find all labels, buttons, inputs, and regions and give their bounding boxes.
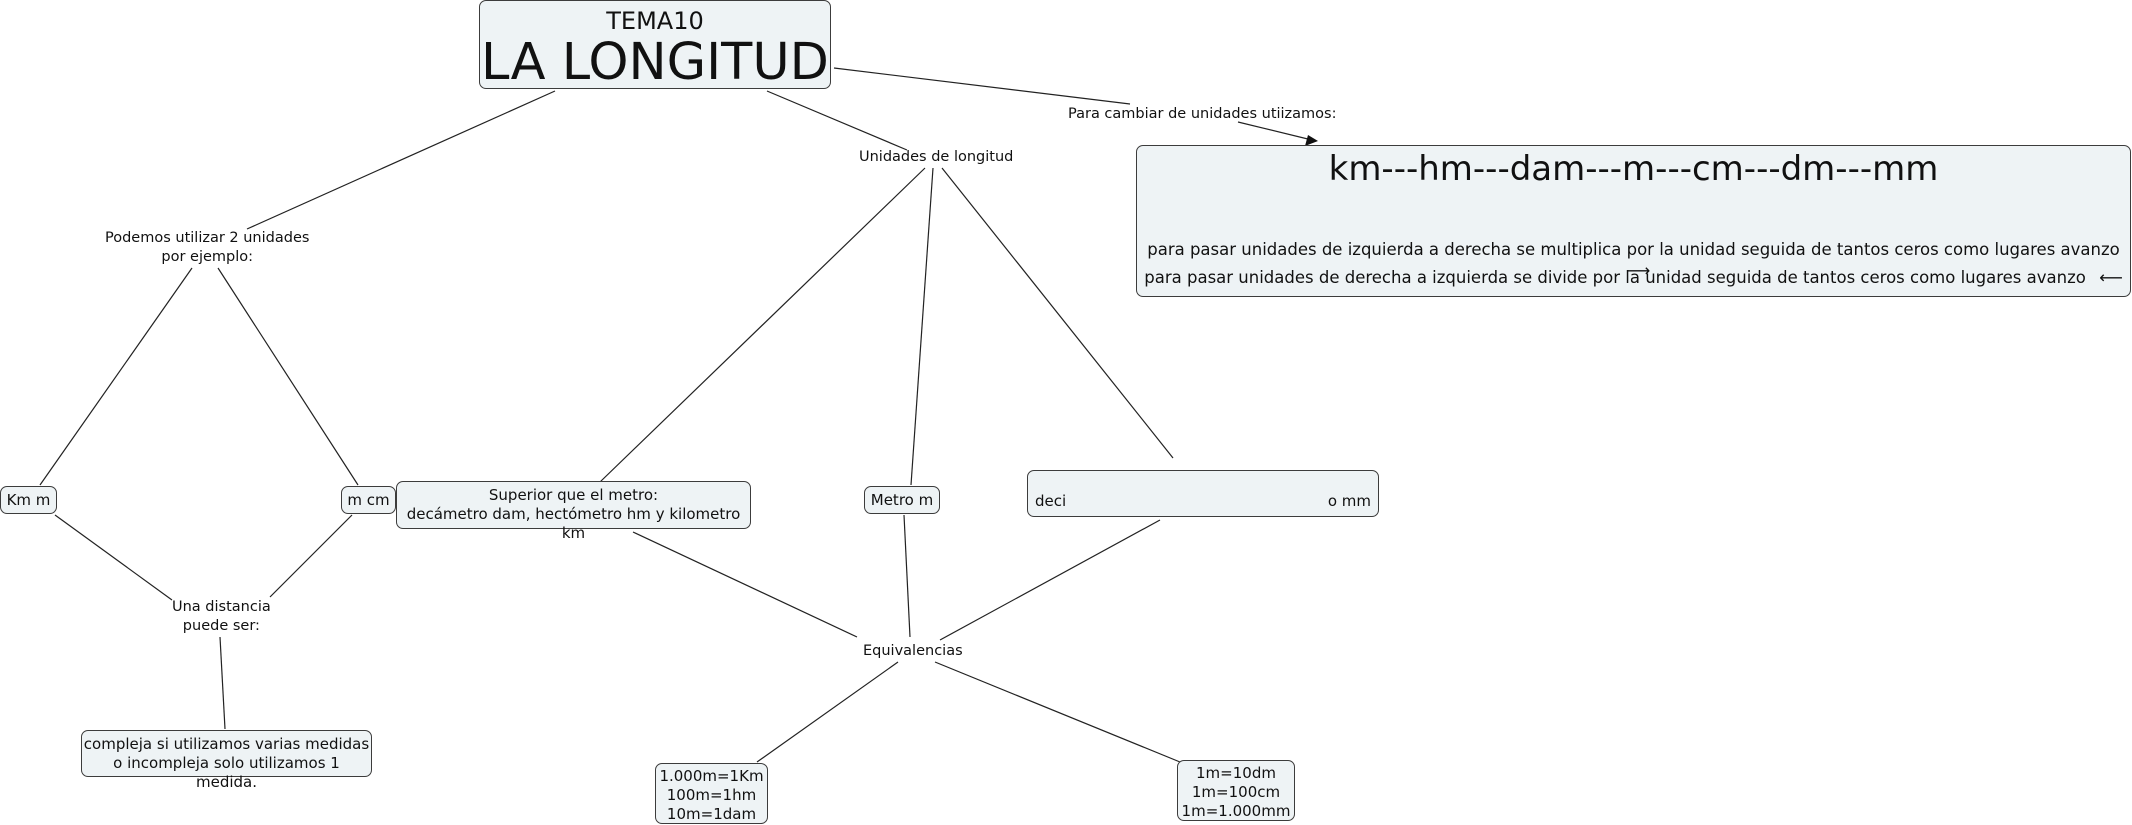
node-equiv-left[interactable]: 1.000m=1Km 100m=1hm 10m=1dam [655, 763, 768, 824]
link-title-to-change-units [833, 67, 1131, 105]
unit-sequence: km---hm---dam---m---cm---dm---mm [1328, 149, 1939, 189]
link-equivalences-to-equiv-right [934, 661, 1181, 763]
distance-label: Una distancia puede ser: [172, 599, 271, 634]
node-superior[interactable]: Superior que el metro: decámetro dam, he… [396, 481, 751, 542]
rule-right-to-left-text: para pasar unidades de derecha a izquier… [1144, 268, 2086, 287]
link-length-units-to-superior [599, 167, 926, 483]
title-node[interactable]: TEMA10 LA LONGITUD [479, 0, 831, 89]
menores-text-left: deci [1035, 492, 1067, 510]
length-units-label: Unidades de longitud [859, 149, 1014, 165]
link-equivalences-to-equiv-left [756, 661, 899, 763]
node-m-cm[interactable]: m cm [341, 486, 396, 514]
arrow-right-icon: ⟶ [1626, 260, 1651, 280]
node-menores[interactable]: deci o mm [1027, 470, 1379, 517]
equivalences-label: Equivalencias [863, 643, 963, 659]
link-m-cm-to-distance [269, 514, 353, 598]
arrow-left-icon: ⟵ [2099, 268, 2123, 287]
link-title-to-two-units [246, 90, 556, 230]
page-title: LA LONGITUD [481, 33, 829, 92]
link-two-units-to-m-cm [217, 267, 359, 486]
rule-right-to-left: para pasar unidades de derecha a izquier… [1137, 268, 2130, 289]
node-km-m[interactable]: Km m [0, 486, 57, 514]
node-compleja[interactable]: compleja si utilizamos varias medidas o … [81, 730, 372, 791]
link-title-to-length-units [766, 90, 908, 151]
title-small: TEMA10 [606, 7, 704, 35]
link-two-units-to-km-m [39, 267, 193, 486]
two-units-label: Podemos utilizar 2 unidades por ejemplo: [105, 230, 310, 265]
node-equiv-right[interactable]: 1m=10dm 1m=100cm 1m=1.000mm [1177, 760, 1295, 821]
link-menores-to-equivalences [939, 519, 1161, 641]
link-length-units-to-metro [910, 167, 934, 486]
link-distance-to-compleja [219, 636, 226, 730]
change-units-label: Para cambiar de unidades utiizamos: [1068, 106, 1337, 122]
node-metro[interactable]: Metro m [864, 486, 940, 514]
link-change-units-to-box [1237, 121, 1317, 142]
unit-conversion-node[interactable]: km---hm---dam---m---cm---dm---mm para pa… [1136, 145, 2131, 297]
link-metro-to-equivalences [903, 514, 911, 638]
rule-left-to-right: para pasar unidades de izquierda a derec… [1137, 240, 2130, 281]
rule-left-to-right-text: para pasar unidades de izquierda a derec… [1147, 240, 2120, 259]
link-km-m-to-distance [54, 514, 173, 601]
menores-text-right: o mm [1327, 492, 1371, 510]
link-superior-to-equivalences [632, 531, 858, 638]
